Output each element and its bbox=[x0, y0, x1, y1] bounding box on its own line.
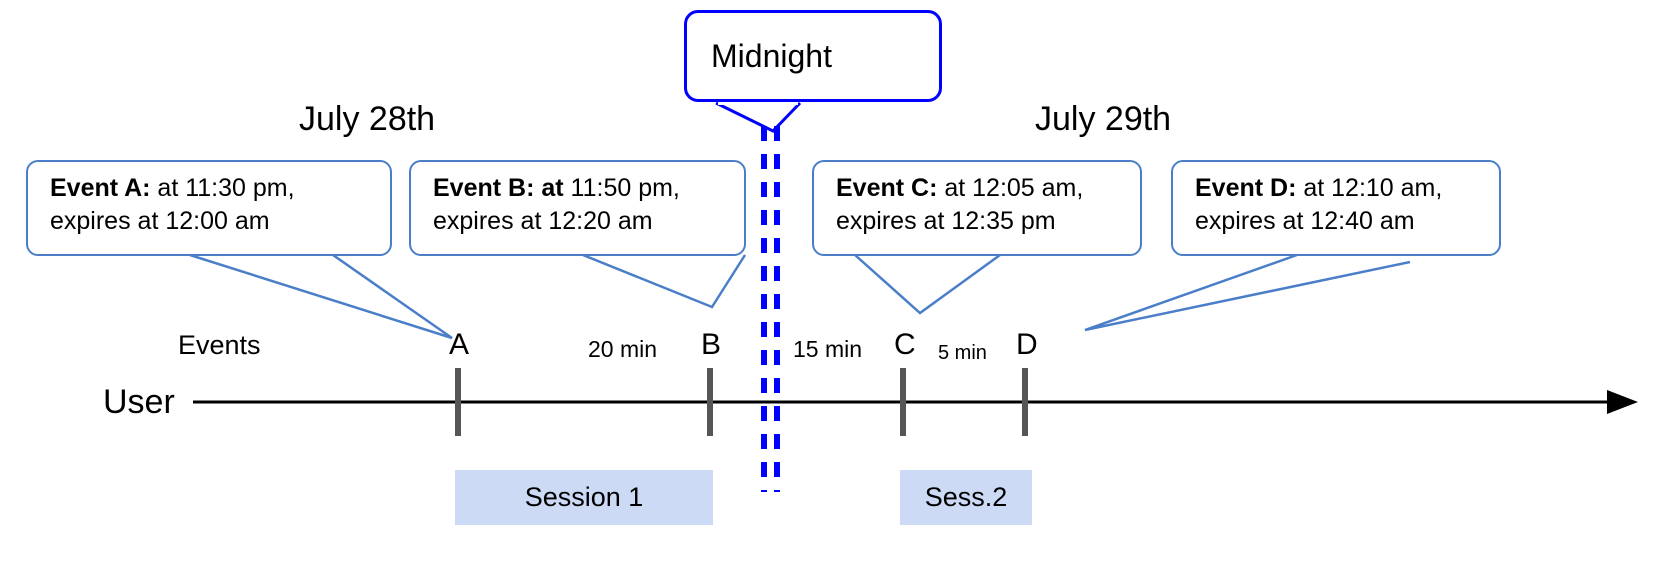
event-letter-a: A bbox=[449, 328, 470, 361]
callout-event-b-line1: Event B: at 11:50 pm, bbox=[433, 172, 744, 205]
session-1-label: Session 1 bbox=[524, 482, 644, 512]
session-box-2: Sess.2 bbox=[900, 470, 1032, 525]
event-a-connector bbox=[189, 253, 453, 340]
callout-event-c-lead: Event C: bbox=[836, 174, 938, 202]
event-b-connector bbox=[582, 253, 747, 309]
callout-event-d: Event D: at 12:10 am, expires at 12:40 a… bbox=[1171, 160, 1501, 256]
day-label-july-29: July 29th bbox=[1035, 100, 1172, 138]
tick-event-b bbox=[707, 368, 713, 436]
callout-event-d-line1: Event D: at 12:10 am, bbox=[1195, 172, 1499, 205]
callout-event-b-line2: expires at 12:20 am bbox=[433, 207, 653, 235]
midnight-label: Midnight bbox=[711, 37, 832, 74]
event-letter-b: B bbox=[701, 328, 722, 361]
timeline-arrowhead bbox=[1607, 390, 1638, 414]
gap-label-a-b: 20 min bbox=[588, 336, 658, 362]
callout-event-b-lead: Event B: at bbox=[433, 174, 564, 202]
midnight-callout-tail bbox=[715, 101, 802, 133]
tick-event-c bbox=[900, 368, 906, 436]
midnight-callout: Midnight bbox=[684, 10, 942, 102]
callout-event-c-line2: expires at 12:35 pm bbox=[836, 207, 1056, 235]
callout-event-d-lead: Event D: bbox=[1195, 174, 1297, 202]
event-letter-d: D bbox=[1016, 328, 1038, 361]
callout-event-d-line2: expires at 12:40 am bbox=[1195, 207, 1415, 235]
gap-label-b-c: 15 min bbox=[793, 336, 863, 362]
event-d-connector bbox=[1084, 253, 1411, 332]
callout-event-b-line1-rest: 11:50 pm, bbox=[563, 174, 680, 202]
session-2-label: Sess.2 bbox=[924, 482, 1008, 512]
callout-event-b: Event B: at 11:50 pm, expires at 12:20 a… bbox=[409, 160, 746, 256]
events-row-label: Events bbox=[178, 330, 261, 360]
event-letter-c: C bbox=[894, 328, 916, 361]
session-box-1: Session 1 bbox=[455, 470, 713, 525]
day-label-july-28: July 28th bbox=[299, 100, 436, 138]
callout-event-a: Event A: at 11:30 pm, expires at 12:00 a… bbox=[26, 160, 392, 256]
tick-event-d bbox=[1022, 368, 1028, 436]
callout-event-d-line1-rest: at 12:10 am, bbox=[1296, 174, 1443, 202]
callout-event-c: Event C: at 12:05 am, expires at 12:35 p… bbox=[812, 160, 1142, 256]
event-c-connector bbox=[854, 253, 1001, 315]
callout-event-a-line1: Event A: at 11:30 pm, bbox=[50, 172, 390, 205]
callout-event-a-lead: Event A: bbox=[50, 174, 151, 202]
callout-event-c-line1-rest: at 12:05 am, bbox=[937, 174, 1084, 202]
tick-event-a bbox=[455, 368, 461, 436]
gap-label-c-d: 5 min bbox=[938, 342, 987, 364]
callout-event-a-line1-rest: at 11:30 pm, bbox=[150, 174, 295, 202]
callout-event-a-line2: expires at 12:00 am bbox=[50, 207, 270, 235]
callout-event-c-line1: Event C: at 12:05 am, bbox=[836, 172, 1140, 205]
user-row-label: User bbox=[103, 383, 175, 421]
